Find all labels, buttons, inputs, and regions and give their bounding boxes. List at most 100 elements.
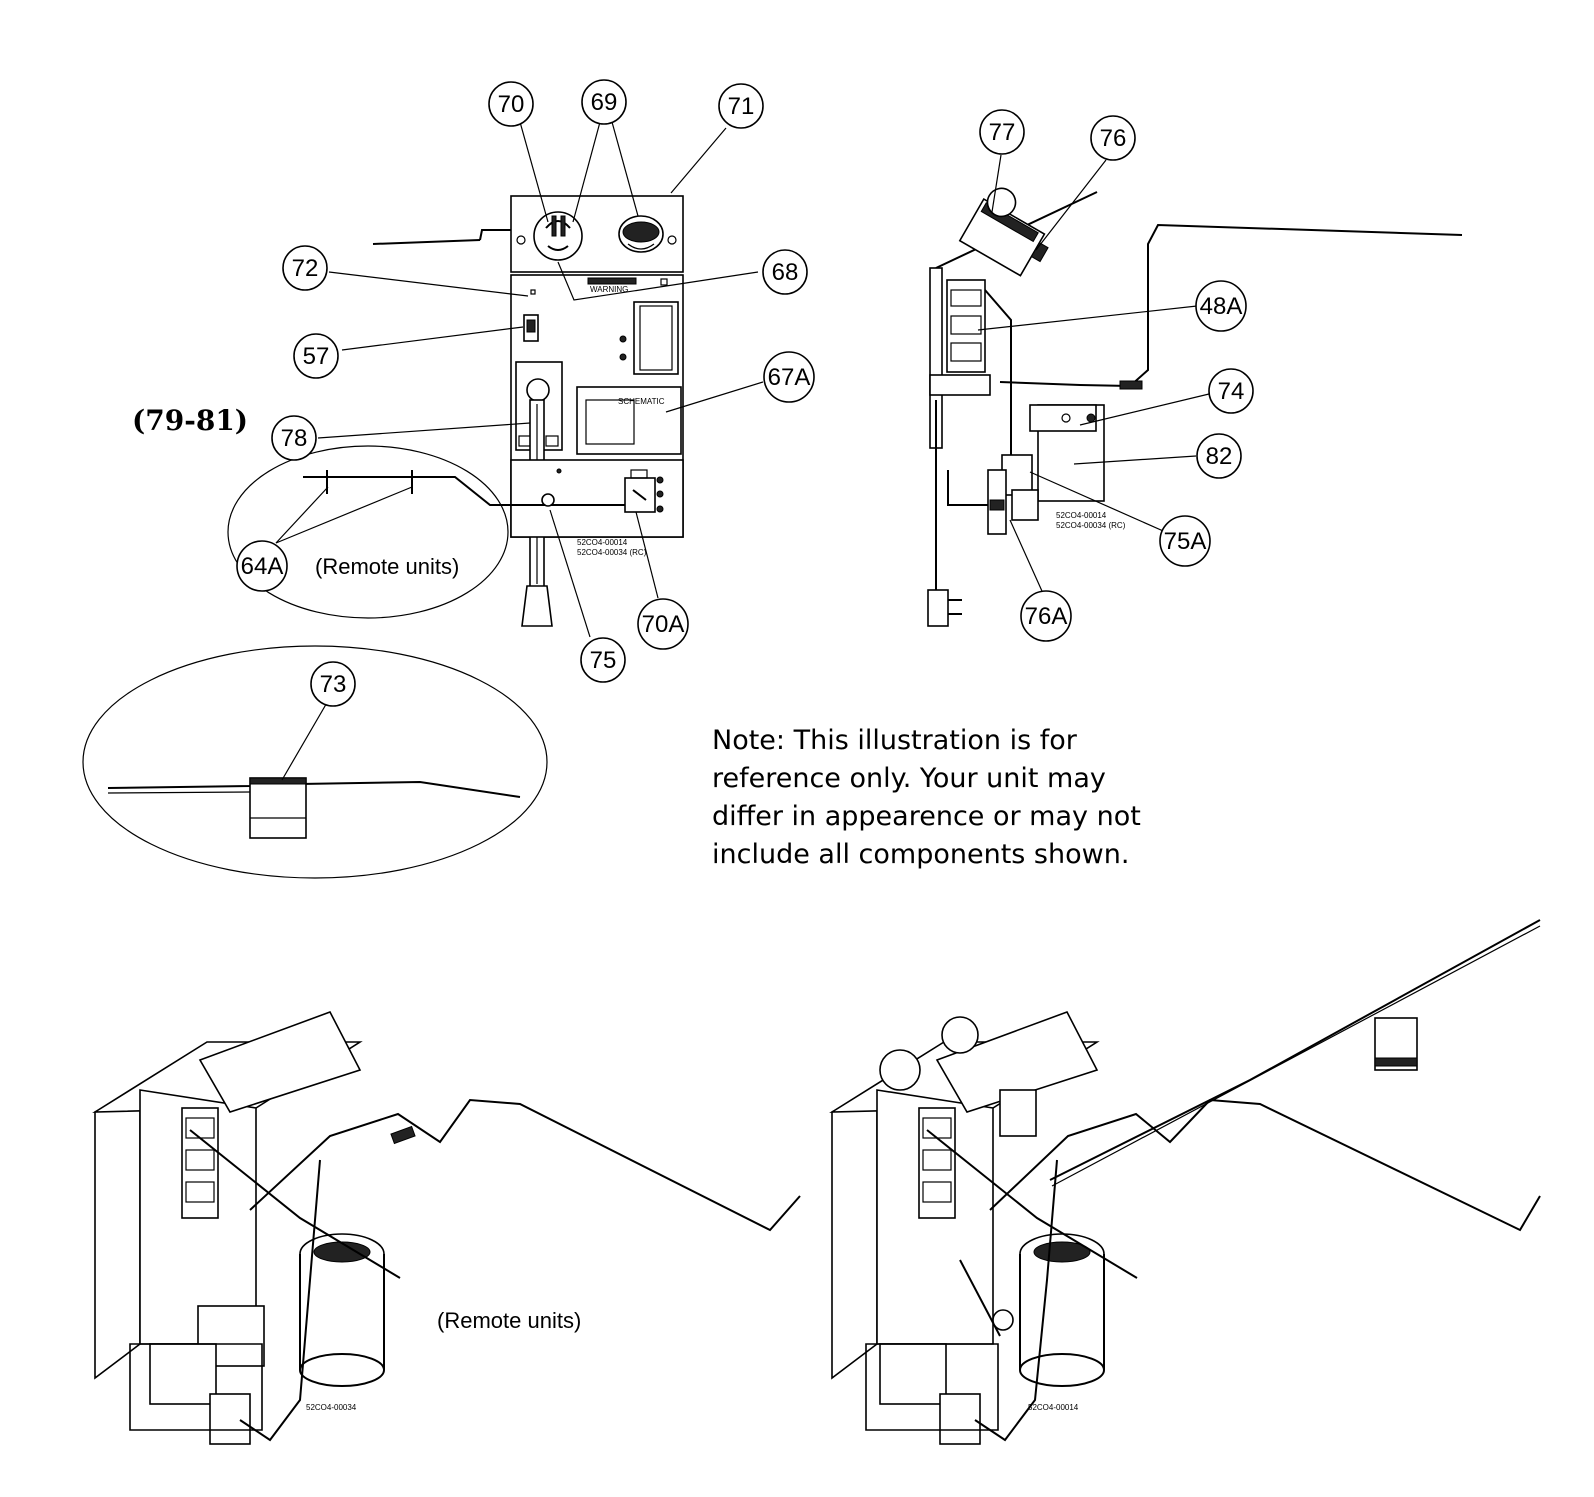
- callout-circle: [1195, 280, 1247, 332]
- iso-sensor-wire: [989, 1098, 1541, 1232]
- note-line: include all components shown.: [712, 839, 1130, 870]
- callout-72: 72: [282, 245, 328, 291]
- plug: [927, 589, 949, 627]
- callout-number: 76: [1100, 125, 1127, 152]
- callout-73: 73: [310, 661, 356, 707]
- callout-48a: 48A: [1195, 280, 1247, 332]
- callout-69: 69: [581, 79, 627, 125]
- callout-circle: [271, 415, 317, 461]
- display-window: [633, 301, 679, 375]
- callout-circle: [310, 661, 356, 707]
- reference-note: Note: This illustration is for reference…: [712, 722, 1232, 874]
- sensor-clip: [249, 777, 307, 839]
- callout-circle: [718, 83, 764, 129]
- lower-compartment: [510, 459, 684, 538]
- callout-number: 67A: [768, 364, 811, 391]
- callout-number: 69: [591, 89, 618, 116]
- callout-circle: [293, 333, 339, 379]
- callout-number: 70: [498, 91, 525, 118]
- callout-number: 75A: [1164, 528, 1207, 555]
- callout-71: 71: [718, 83, 764, 129]
- callout-number: 57: [303, 343, 330, 370]
- bracket-tab: [372, 239, 481, 245]
- sensor-detail-ellipse: [82, 645, 548, 879]
- callout-76: 76: [1090, 115, 1136, 161]
- callout-number: 74: [1218, 378, 1245, 405]
- note-line: differ in appearence or may not: [712, 801, 1141, 832]
- iso-top-lid: [935, 1011, 1099, 1113]
- tube-end: [521, 585, 553, 627]
- callout-circle: [1020, 590, 1072, 642]
- callout-circle: [1159, 515, 1211, 567]
- thermostat-knob: [533, 211, 583, 261]
- callout-67a: 67A: [763, 351, 815, 403]
- iso-view-right: 52CO4-00014: [829, 919, 1541, 1445]
- schematic-text: SCHEMATIC: [618, 397, 665, 406]
- callout-number: 48A: [1200, 293, 1243, 320]
- callout-64a: 64A: [236, 540, 288, 592]
- callout-number: 70A: [642, 611, 685, 638]
- callout-78: 78: [271, 415, 317, 461]
- callout-77: 77: [979, 109, 1025, 155]
- thermostat-side: [958, 187, 1049, 277]
- warning-label: [587, 277, 637, 285]
- callout-70: 70: [488, 81, 534, 127]
- callout-number: 64A: [241, 553, 284, 580]
- callout-circle: [762, 249, 808, 295]
- screw: [667, 235, 677, 245]
- callout-number: 71: [728, 93, 755, 120]
- callout-circle: [979, 109, 1025, 155]
- part-code: 52CO4-00014: [1028, 1403, 1079, 1412]
- remote-units-label: (Remote units): [315, 554, 460, 579]
- sensor-detail: [107, 777, 521, 839]
- side-view: 52CO4-00014 52CO4-00034 (RC): [927, 187, 1463, 627]
- callout-circle: [580, 637, 626, 683]
- part-code: 52CO4-00034 (RC): [577, 548, 647, 557]
- iso-sensor-tube: [1049, 919, 1541, 1181]
- remote-wire: [303, 476, 625, 506]
- callout-circle: [1208, 368, 1254, 414]
- callout-74: 74: [1208, 368, 1254, 414]
- front-view: WARNING SCHEMATIC 52CO4-00014 52C: [303, 195, 684, 627]
- callout-circle: [282, 245, 328, 291]
- callout-number: 68: [772, 259, 799, 286]
- iso-top-lid: [198, 1011, 362, 1113]
- warning-text: WARNING: [590, 285, 628, 294]
- callout-75a: 75A: [1159, 515, 1211, 567]
- part-code: 52CO4-00014: [577, 538, 628, 547]
- callout-circle: [1196, 433, 1242, 479]
- callout-number: 72: [292, 255, 319, 282]
- callout-number: 77: [989, 119, 1016, 146]
- iso-view-left: 52CO4-00034: [92, 1011, 801, 1445]
- part-code: 52CO4-00034: [306, 1403, 357, 1412]
- callout-circle: [488, 81, 534, 127]
- note-line: reference only. Your unit may: [712, 763, 1106, 794]
- callout-circle: [1090, 115, 1136, 161]
- note-line: Note: This illustration is for: [712, 725, 1077, 756]
- callout-68: 68: [762, 249, 808, 295]
- sensor-wire: [999, 223, 1463, 388]
- callout-number: 78: [281, 425, 308, 452]
- iso-sensor-wire: [249, 1098, 801, 1232]
- schematic-label: [576, 386, 682, 455]
- relay-stack: [946, 279, 986, 373]
- callout-number: 73: [320, 671, 347, 698]
- callout-circle: [763, 351, 815, 403]
- screw: [516, 235, 526, 245]
- part-code: 52CO4-00014: [1056, 511, 1107, 520]
- remote-units-label: (Remote units): [437, 1308, 582, 1333]
- part-code: 52CO4-00034 (RC): [1056, 521, 1126, 530]
- callout-57: 57: [293, 333, 339, 379]
- callout-number: 82: [1206, 443, 1233, 470]
- callout-number: 76A: [1025, 603, 1068, 630]
- callout-circle: [236, 540, 288, 592]
- callout-75: 75: [580, 637, 626, 683]
- callout-76a: 76A: [1020, 590, 1072, 642]
- callout-82: 82: [1196, 433, 1242, 479]
- leader-lines: [275, 121, 1210, 781]
- callout-number: 75: [590, 647, 617, 674]
- handwritten-note: (79-81): [132, 404, 248, 437]
- callout-70a: 70A: [637, 598, 689, 650]
